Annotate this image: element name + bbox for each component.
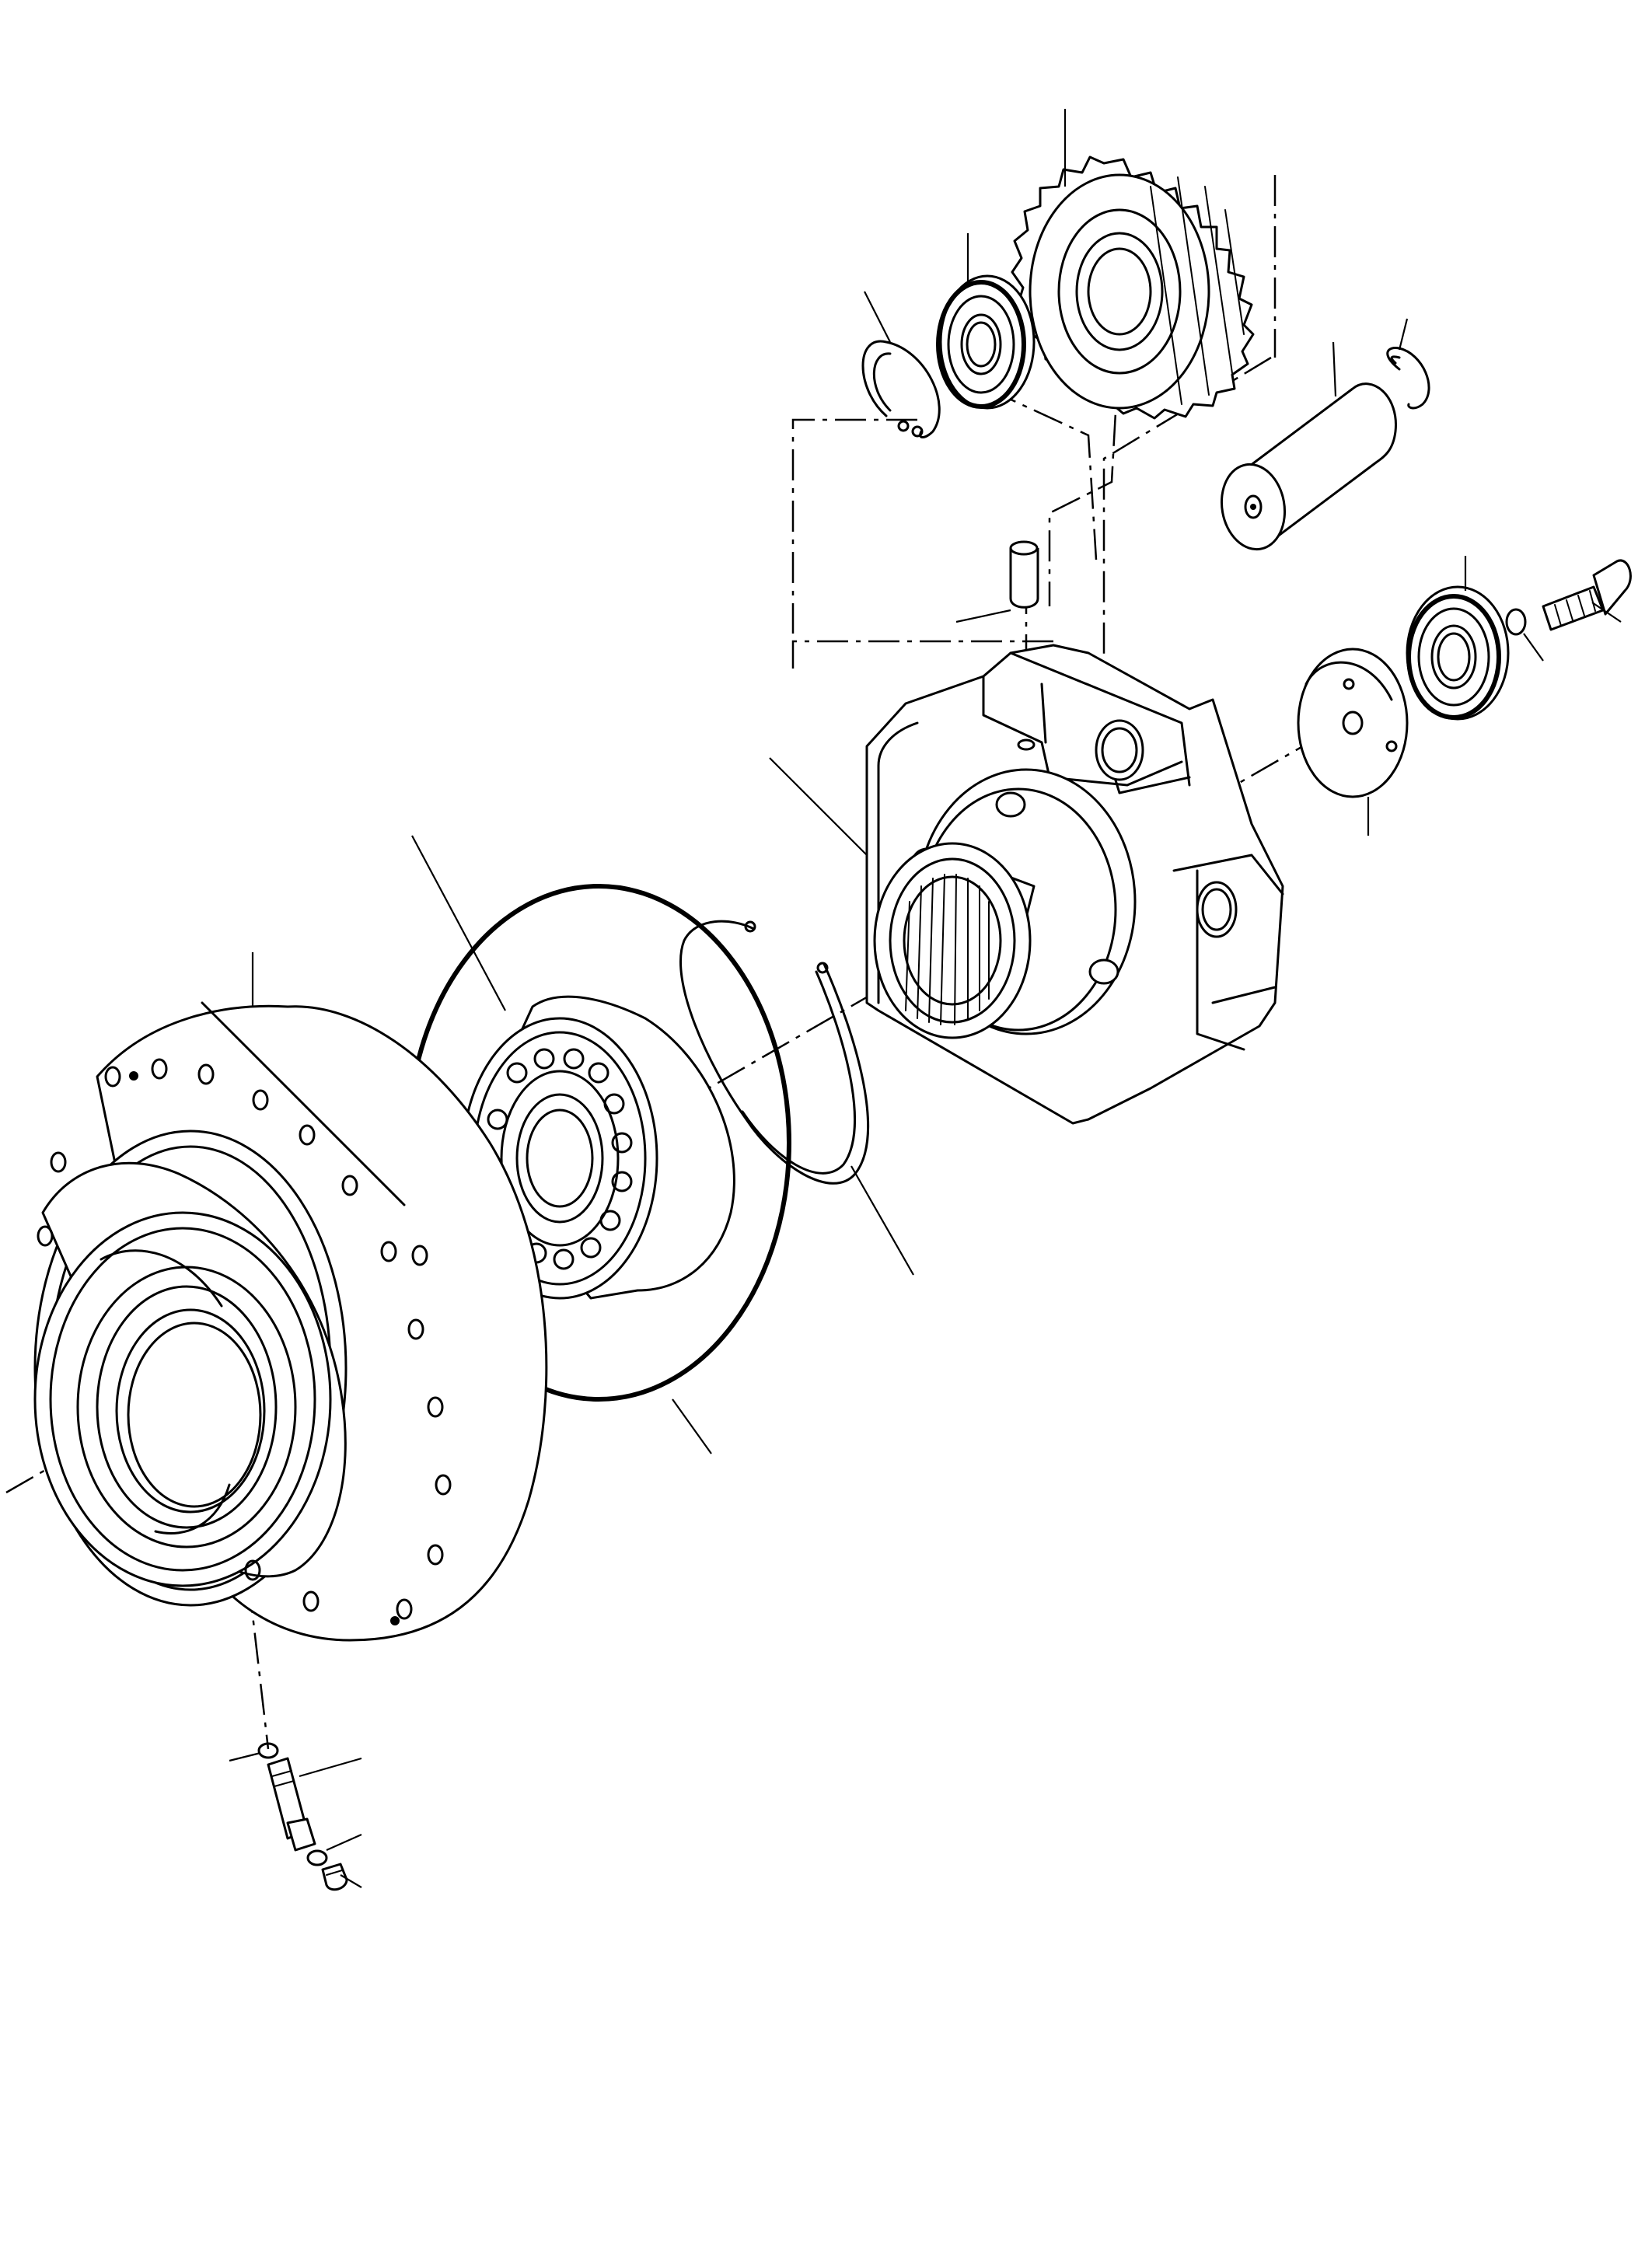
planet-gear [1011,155,1255,420]
plug-seal-upper [257,1742,279,1759]
gear-circlip [861,340,941,438]
planet-pin [1220,382,1397,551]
wheel-hub [33,1001,548,1642]
gear-bearing [936,274,1036,410]
carrier-bearing [1406,585,1510,721]
spline-teeth [905,874,990,1025]
plug-seal-lower [306,1849,328,1866]
leader-lines [229,109,1622,1888]
hub-bolt-holes [37,1058,452,1620]
dowel-pin [1009,540,1039,609]
thrust-washer [1297,648,1409,798]
plug-adapter [267,1757,316,1852]
snap-ring [679,920,870,1185]
planet-carrier [865,644,1284,1125]
small-o-ring [1505,608,1527,636]
pin-circlip [1386,346,1430,410]
